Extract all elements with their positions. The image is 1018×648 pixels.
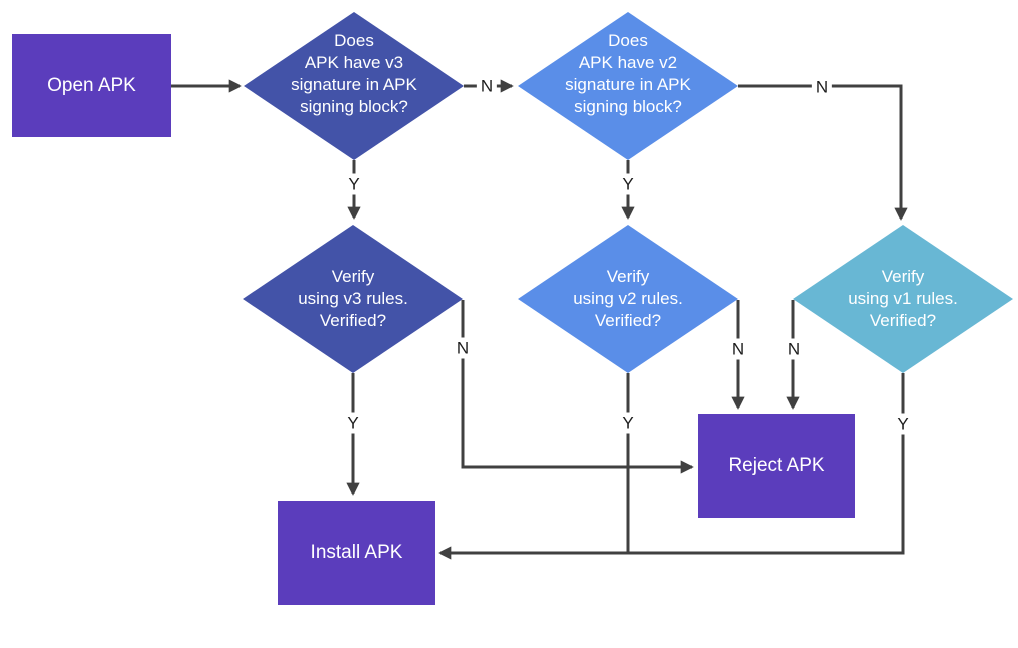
edge-label-v1-verify-no: N — [783, 338, 805, 360]
node-open-apk: Open APK — [12, 34, 171, 137]
node-reject-apk-label: Reject APK — [728, 455, 825, 476]
decision-verify-v1-label: Verify using v1 rules. Verified? — [848, 267, 958, 330]
node-reject-apk: Reject APK — [698, 414, 855, 518]
edge-label-v2-verify-no: N — [727, 338, 749, 360]
edge-label-v1-verify-yes: Y — [893, 413, 913, 435]
edge-label-v2-question-no: N — [811, 76, 833, 98]
decision-verify-v2-label: Verify using v2 rules. Verified? — [573, 267, 683, 330]
edge-label-v3-question-no: N — [476, 75, 498, 97]
edge-label-v2-question-yes: Y — [618, 173, 638, 195]
node-open-apk-label: Open APK — [47, 74, 136, 96]
node-install-apk-label: Install APK — [310, 542, 403, 563]
decision-v3-signature-label: Does APK have v3 signature in APK signin… — [291, 31, 417, 116]
edge-label-v3-question-yes: Y — [344, 173, 364, 195]
edge-label-v3-verify-yes: Y — [343, 412, 363, 434]
decision-verify-v3-label: Verify using v3 rules. Verified? — [298, 267, 408, 330]
edge-v2-question-no — [738, 84, 908, 221]
decision-v2-signature-label: Does APK have v2 signature in APK signin… — [565, 31, 691, 116]
edge-label-v3-verify-no: N — [452, 337, 474, 359]
node-install-apk: Install APK — [278, 501, 435, 605]
edge-label-v2-verify-yes: Y — [618, 412, 638, 434]
